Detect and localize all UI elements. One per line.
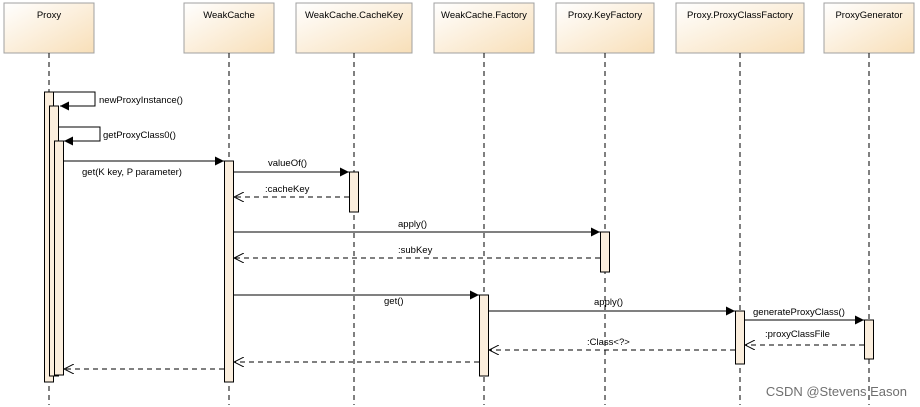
participant-weakcache-cachekey: WeakCache.CacheKey <box>295 2 413 54</box>
activation-keyfactory <box>600 231 610 273</box>
activation-cachekey <box>349 171 359 213</box>
message-apply-proxy-class-factory: apply() <box>489 297 735 316</box>
message-get-key-parameter: get(K key, P parameter) <box>64 156 224 178</box>
activation-factory <box>479 294 489 377</box>
participant-weakcache: WeakCache <box>183 2 275 54</box>
message-label: get() <box>384 296 404 307</box>
participant-label: WeakCache.CacheKey <box>305 10 403 21</box>
participant-label: WeakCache <box>203 10 255 21</box>
message-return-proxy-class-file: :proxyClassFile <box>745 329 864 345</box>
participant-proxy-proxyclassfactory: Proxy.ProxyClassFactory <box>675 2 805 54</box>
participant-weakcache-factory: WeakCache.Factory <box>433 2 535 54</box>
message-label: getProxyClass0() <box>103 130 176 141</box>
message-new-proxy-instance: newProxyInstance() <box>54 91 183 111</box>
message-label: :proxyClassFile <box>765 329 830 340</box>
message-return-sub-key: :subKey <box>234 245 600 258</box>
message-label: apply() <box>594 297 623 308</box>
message-get-proxy-class0: getProxyClass0() <box>59 126 176 146</box>
message-label: generateProxyClass() <box>753 307 845 318</box>
message-apply-key-factory: apply() <box>234 219 600 237</box>
participant-proxygenerator: ProxyGenerator <box>823 2 915 54</box>
activation-proxygenerator <box>864 319 874 360</box>
activation-proxy-3 <box>54 140 64 376</box>
activation-weakcache <box>224 160 234 383</box>
watermark: CSDN @Stevens Eason <box>766 384 907 399</box>
message-label: apply() <box>398 219 427 230</box>
message-label: :Class<?> <box>587 337 630 348</box>
message-label: newProxyInstance() <box>99 95 183 106</box>
activation-proxyclassfactory <box>735 310 745 365</box>
participant-proxy-keyfactory: Proxy.KeyFactory <box>555 2 655 54</box>
participant-label: Proxy.KeyFactory <box>568 10 643 21</box>
participant-label: ProxyGenerator <box>835 10 902 21</box>
participant-label: WeakCache.Factory <box>441 10 527 21</box>
message-label: :cacheKey <box>265 184 310 195</box>
message-return-class: :Class<?> <box>489 337 735 350</box>
message-label: get(K key, P parameter) <box>82 167 182 178</box>
message-return-cache-key: :cacheKey <box>234 184 349 197</box>
participant-label: Proxy.ProxyClassFactory <box>687 10 793 21</box>
participant-proxy: Proxy <box>3 2 95 54</box>
message-value-of: valueOf() <box>234 158 349 177</box>
message-get-factory: get() <box>234 290 479 307</box>
message-label: :subKey <box>398 245 433 256</box>
message-label: valueOf() <box>268 158 307 169</box>
message-generate-proxy-class: generateProxyClass() <box>745 307 864 325</box>
participant-label: Proxy <box>37 10 62 21</box>
